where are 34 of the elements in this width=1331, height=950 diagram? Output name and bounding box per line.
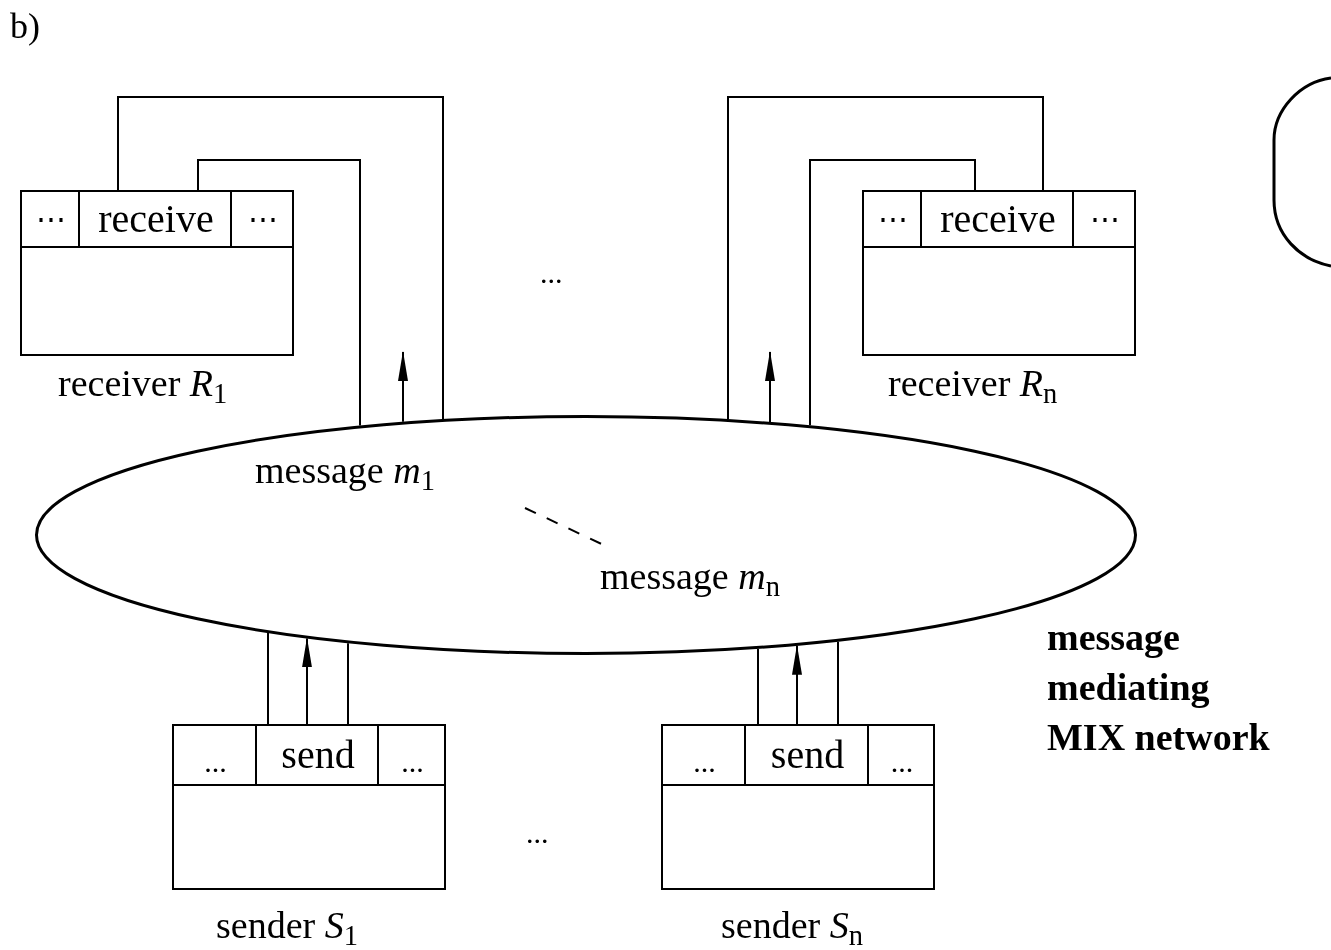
network-caption: message mediating MIX network (1047, 615, 1271, 761)
connector-line (267, 632, 269, 725)
arrow (792, 644, 802, 725)
connector-line (197, 159, 361, 427)
ellipsis-label: ... (526, 818, 549, 848)
component-label: sender S$_{n}$ (721, 906, 863, 944)
ellipsis-cell: ... (663, 726, 746, 784)
ellipsis-cell: ... (174, 726, 257, 784)
arrow (302, 637, 312, 725)
operation-cell: send (255, 726, 379, 784)
ellipsis-cell: ⋯ (22, 192, 80, 246)
operation-cell: send (744, 726, 869, 784)
message-label: message m$_{1}$ (255, 451, 435, 489)
connector-line (757, 648, 759, 725)
connector-line (727, 96, 1044, 421)
arrow (398, 351, 408, 423)
connector-line (347, 642, 349, 725)
connector-line (117, 96, 444, 421)
arrow (765, 351, 775, 423)
ellipsis-label: ... (540, 258, 563, 288)
ellipsis-cell: ... (867, 726, 935, 784)
connector-line (809, 159, 976, 427)
ellipsis-cell: ... (377, 726, 446, 784)
operation-cell: receive (78, 192, 232, 246)
component-label: receiver R$_{n}$ (888, 364, 1058, 402)
ellipsis-cell: ⋯ (864, 192, 922, 246)
ellipsis-cell: ⋯ (1072, 192, 1136, 246)
component-label: receiver R$_{1}$ (58, 364, 228, 402)
panel-label: b) (10, 8, 40, 44)
connector-line (837, 640, 839, 725)
message-label: message m$_{n}$ (600, 557, 780, 595)
operation-cell: receive (920, 192, 1074, 246)
component-label: sender S$_{1}$ (216, 906, 358, 944)
ellipsis-cell: ⋯ (230, 192, 294, 246)
